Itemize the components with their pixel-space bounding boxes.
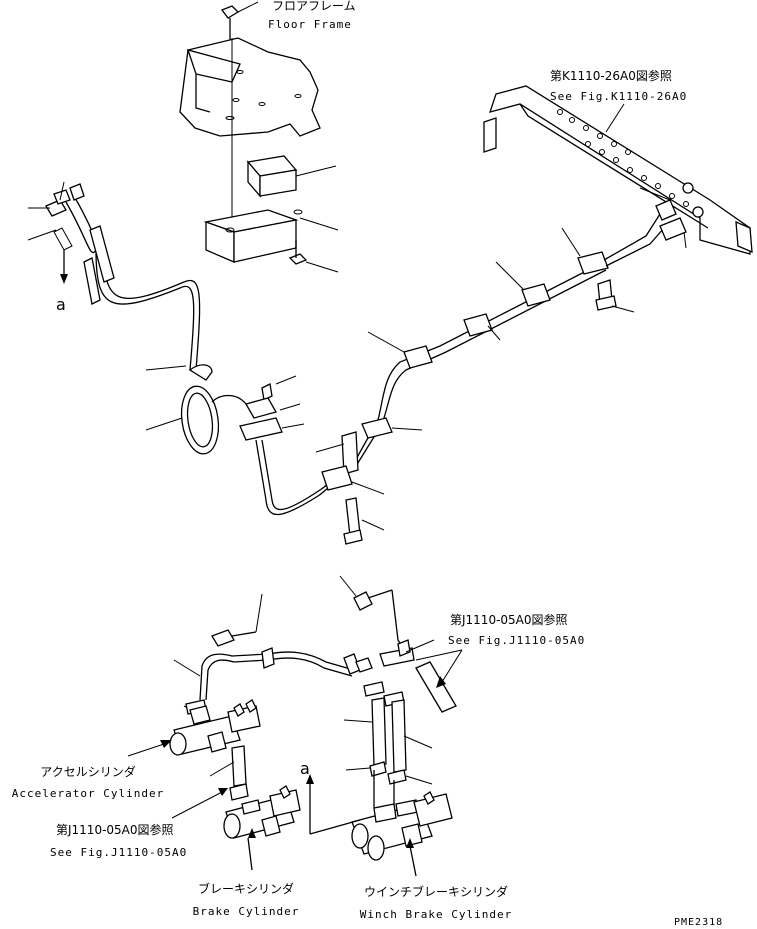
clamp-group-center bbox=[239, 187, 687, 545]
accelerator-cylinder bbox=[127, 699, 261, 757]
mark-a-bottom: a bbox=[300, 759, 311, 778]
ref-j1110-left-label-jp: 第J1110-05A0図参照 bbox=[56, 823, 174, 837]
frame-rail bbox=[483, 85, 753, 255]
floor-frame-label-jp: フロアフレーム bbox=[272, 0, 356, 13]
bracket-box bbox=[203, 209, 339, 263]
ref-j1110-right-label-jp: 第J1110-05A0図参照 bbox=[450, 613, 568, 627]
accelerator-cylinder-label-jp: アクセルシリンダ bbox=[40, 765, 136, 779]
hose-line-upper bbox=[27, 181, 201, 371]
floor-frame-plate bbox=[179, 37, 321, 236]
rubber-block bbox=[246, 155, 337, 198]
brake-cylinder bbox=[223, 785, 301, 871]
brake-cylinder-label-jp: ブレーキシリンダ bbox=[197, 882, 295, 896]
ref-k1110-label-jp: 第K1110-26A0図参照 bbox=[550, 69, 672, 83]
right-leader-arrows bbox=[415, 649, 463, 688]
winch-brake-cylinder-label-en: Winch Brake Cylinder bbox=[359, 908, 513, 921]
winch-brake-cylinder bbox=[306, 774, 453, 877]
frame-bolt bbox=[288, 240, 339, 273]
winch-bolt-and-clip bbox=[339, 575, 457, 713]
accelerator-cylinder-label-en: Accelerator Cylinder bbox=[11, 787, 165, 800]
top-bolt bbox=[220, 1, 259, 40]
mark-a-top: a bbox=[56, 295, 67, 314]
winch-brake-cylinder-label-jp: ウインチブレーキシリンダ bbox=[363, 885, 509, 899]
drawing-number: PME2318 bbox=[674, 917, 724, 928]
lower-pipe bbox=[173, 593, 361, 715]
hose-tubes bbox=[343, 697, 433, 808]
ref-j1110-right-label-en: See Fig.J1110-05A0 bbox=[448, 634, 586, 647]
floor-frame-label-en: Floor Frame bbox=[268, 18, 352, 31]
brake-pipe-center bbox=[171, 745, 249, 819]
hose-loop bbox=[145, 364, 257, 455]
brake-cylinder-label-en: Brake Cylinder bbox=[192, 905, 300, 918]
ref-j1110-left-label-en: See Fig.J1110-05A0 bbox=[50, 846, 188, 859]
ref-k1110-label-en: See Fig.K1110-26A0 bbox=[550, 90, 688, 103]
